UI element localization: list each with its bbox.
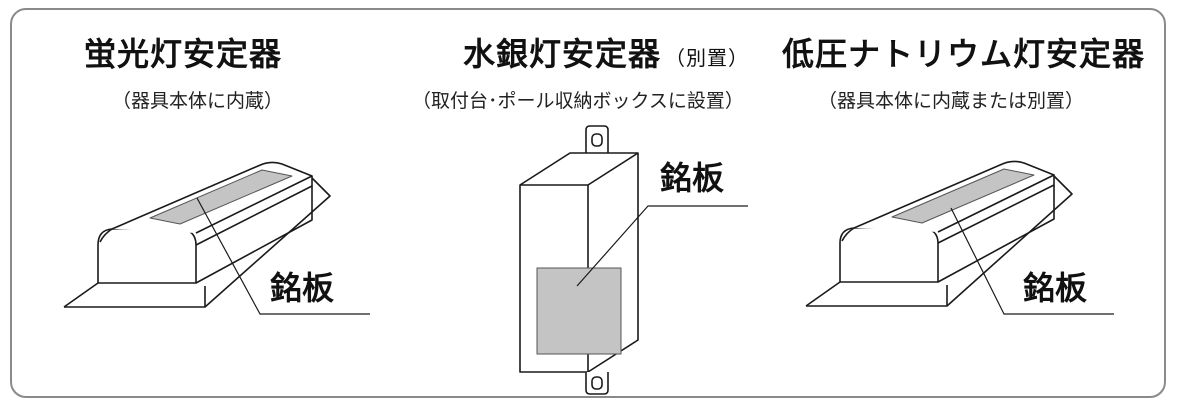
sodium-ballast-icon	[805, 160, 1114, 315]
panel-3-title-text: 低圧ナトリウム灯安定器	[782, 35, 1146, 73]
fluorescent-ballast-icon	[63, 161, 370, 315]
mercury-ballast-icon	[519, 125, 748, 395]
panel-1-nameplate-label: 銘板	[270, 269, 335, 307]
panel-2-nameplate-label: 銘板	[660, 159, 725, 197]
panel-3-subtitle: （器具本体に内蔵または別置）	[818, 90, 1085, 112]
panel-3-nameplate-label: 銘板	[1023, 269, 1088, 307]
panel-2-title-text: 水銀灯安定器	[463, 35, 662, 73]
panel-3-title: 低圧ナトリウム灯安定器	[782, 38, 1145, 70]
panel-1-subtitle: （器具本体に内蔵）	[112, 90, 284, 112]
panel-2-title: 水銀灯安定器（別置）	[463, 38, 749, 70]
panel-1-title-text: 蛍光灯安定器	[84, 35, 283, 73]
panel-2-subtitle: （取付台･ポール収納ボックスに設置）	[412, 90, 744, 112]
panel-1-title: 蛍光灯安定器	[84, 38, 282, 70]
panel-2-title-paren: （別置）	[665, 46, 750, 70]
diagram-frame	[10, 8, 1166, 398]
